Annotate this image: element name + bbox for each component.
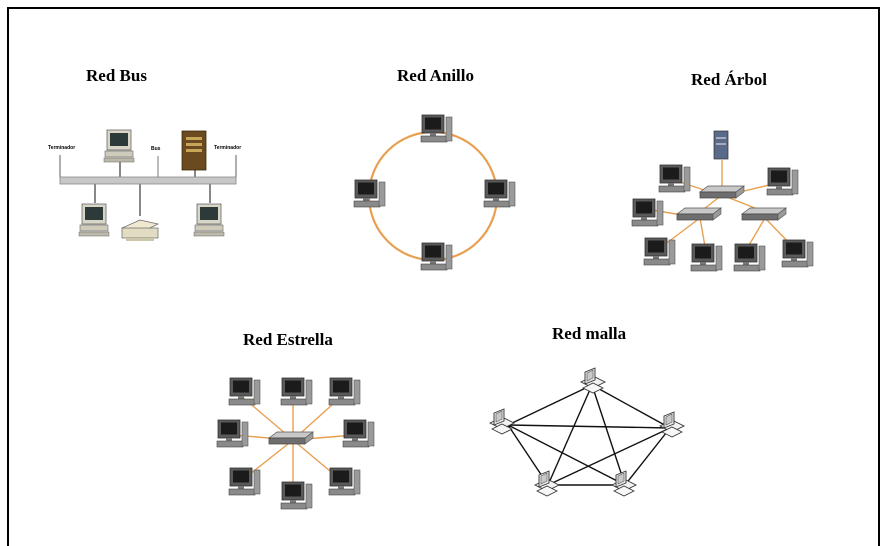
star-computer-icon <box>216 419 249 448</box>
tree-computer-icon <box>631 198 664 227</box>
ring-link <box>367 130 499 262</box>
star-computer-icon <box>342 419 375 448</box>
ring-topology <box>353 114 516 271</box>
star-computer-icon <box>328 467 361 496</box>
tree-switch-icon <box>699 185 745 199</box>
mesh-nodes <box>489 367 685 497</box>
tree-switch-icon <box>676 207 722 221</box>
bus-topology: Terminador Bus Terminador <box>48 129 241 241</box>
star-nodes <box>216 377 375 510</box>
star-computer-icon <box>328 377 361 406</box>
title-star: Red Estrella <box>243 330 333 349</box>
server-icon <box>181 130 207 171</box>
diagram-frame <box>7 7 880 546</box>
ring-computer-icon <box>353 179 386 208</box>
star-computer-icon <box>228 467 261 496</box>
star-computer-icon <box>228 377 261 406</box>
title-tree: Red Árbol <box>691 70 768 89</box>
tree-computer-icon <box>766 167 799 196</box>
terminator-left-label: Terminador <box>48 145 75 151</box>
star-computer-icon <box>280 481 313 510</box>
title-ring: Red Anillo <box>397 66 474 85</box>
bus-label: Bus <box>151 146 161 152</box>
bus-backbone <box>59 176 237 185</box>
ring-computer-icon <box>420 242 453 271</box>
star-computer-icon <box>280 377 313 406</box>
tree-root-server-icon <box>713 130 729 160</box>
terminator-right-label: Terminador <box>214 145 241 151</box>
tree-computer-icon <box>690 243 723 272</box>
bus-computer-icon <box>193 203 225 237</box>
bus-computer-icon <box>78 203 110 237</box>
star-hub-switch-icon <box>268 431 314 445</box>
bus-computer-icon <box>103 129 135 163</box>
mesh-computer-icon <box>659 411 685 438</box>
ring-computer-icon <box>420 114 453 143</box>
title-bus: Red Bus <box>86 66 147 85</box>
printer-icon <box>120 219 160 241</box>
tree-computer-icon <box>643 237 676 266</box>
title-mesh: Red malla <box>552 324 627 343</box>
mesh-computer-icon <box>534 470 560 497</box>
mesh-computer-icon <box>489 408 515 435</box>
tree-nodes <box>631 130 814 272</box>
mesh-topology <box>507 384 671 486</box>
tree-switch-icon <box>741 207 787 221</box>
tree-computer-icon <box>658 164 691 193</box>
ring-computer-icon <box>483 179 516 208</box>
tree-computer-icon <box>781 239 814 268</box>
tree-computer-icon <box>733 243 766 272</box>
